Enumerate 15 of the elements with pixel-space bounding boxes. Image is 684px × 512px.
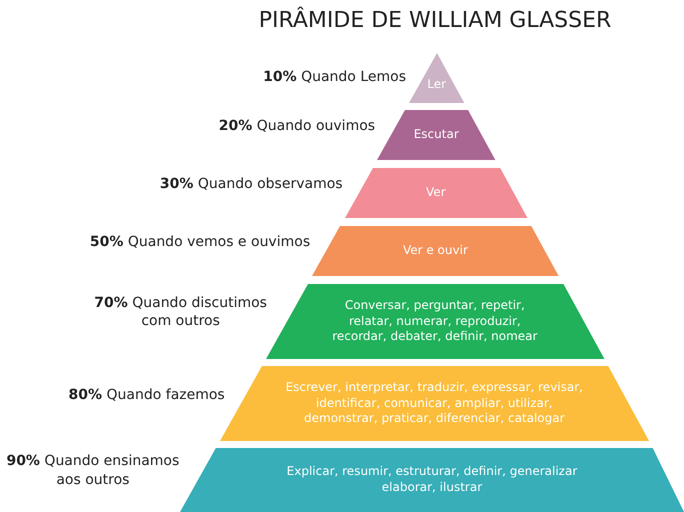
percentage-label: 50% Quando vemos e ouvimos [88, 233, 310, 252]
percentage-label: 20% Quando ouvimos [218, 117, 376, 136]
tier-text: Explicar, resumir, estruturar, definir, generalizar elaborar, ilustrar [286, 464, 578, 496]
tier-text: Escrever, interpretar, traduzir, expressar, revisar, identificar, comunicar, ampliar, utilizar, demonstrar, praticar, diferenciar, catalogar [284, 380, 584, 427]
title: PIRÂMIDE DE WILLIAM GLASSER [258, 8, 612, 33]
tier-text: Ver e ouvir [402, 243, 468, 259]
percentage-label: 10% Quando Lemos [262, 68, 406, 87]
tier-text: Conversar, perguntar, repetir, relatar, numerar, reproduzir, recordar, debater, definir, nomear [331, 298, 538, 345]
tier-text: Ver [426, 185, 446, 201]
percentage-label: 90% Quando ensinamos aos outros [5, 452, 180, 490]
percentage-label: 70% Quando discutimos com outros [93, 294, 268, 332]
tier-text: Ler [427, 76, 446, 93]
percentage-label: 30% Quando observamos [158, 175, 343, 194]
tier-text: Escutar [414, 127, 459, 143]
percentage-label: 80% Quando fazemos [68, 386, 225, 404]
